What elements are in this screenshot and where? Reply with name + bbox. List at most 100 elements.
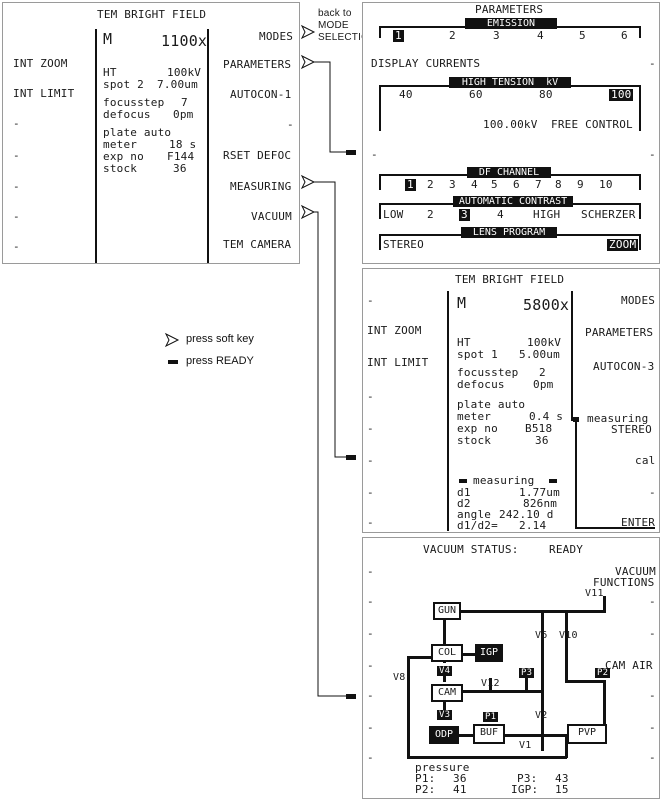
stock-label: stock — [103, 162, 138, 175]
cam-air[interactable]: CAM AIR — [605, 659, 653, 672]
emission-option-2[interactable]: 2 — [449, 29, 456, 42]
vacuum-functions-line1[interactable]: VACUUM — [615, 565, 656, 578]
v-dash-l6[interactable]: - — [367, 721, 374, 734]
ht-option-100[interactable]: 100 — [609, 88, 634, 101]
v-dash-l3[interactable]: - — [367, 627, 374, 640]
m-soft-key-dash-3[interactable]: - — [367, 422, 374, 435]
m-soft-key-dash-6[interactable]: - — [367, 516, 374, 529]
v-dash-r1[interactable]: - — [649, 595, 656, 608]
igp-label: IGP: — [511, 783, 539, 796]
soft-key-left-3[interactable]: - — [13, 117, 20, 130]
df-option-1[interactable]: 1 — [405, 178, 416, 191]
sub-key-measuring[interactable]: measuring — [587, 412, 649, 425]
soft-key-vacuum[interactable]: VACUUM — [251, 210, 292, 223]
v-dash-r2[interactable]: - — [649, 627, 656, 640]
m-soft-key-int-zoom[interactable]: INT ZOOM — [367, 324, 422, 337]
v-dash-l4[interactable]: - — [367, 659, 374, 672]
pvp-box[interactable]: PVP — [567, 724, 607, 744]
emission-option-3[interactable]: 3 — [493, 29, 500, 42]
ht-option-80[interactable]: 80 — [539, 88, 553, 101]
df-option-4[interactable]: 4 — [471, 178, 478, 191]
v-dash-r4[interactable]: - — [649, 721, 656, 734]
m-soft-key-dash-4[interactable]: - — [367, 454, 374, 467]
valve-v1[interactable]: V1 — [519, 740, 532, 751]
odp-box[interactable]: ODP — [429, 726, 459, 744]
v-dash-l2[interactable]: - — [367, 595, 374, 608]
vacuum-functions-line2[interactable]: FUNCTIONS — [593, 576, 655, 589]
df-option-6[interactable]: 6 — [513, 178, 520, 191]
valve-v4[interactable]: V4 — [437, 666, 453, 676]
ac-option-3[interactable]: 3 — [459, 208, 470, 221]
sub-key-enter[interactable]: ENTER — [621, 516, 656, 529]
v-dash-r5[interactable]: - — [649, 751, 656, 764]
emission-option-6[interactable]: 6 — [621, 29, 628, 42]
soft-key-left-4[interactable]: - — [13, 149, 20, 162]
soft-key-parameters[interactable]: PARAMETERS — [223, 58, 292, 71]
m-soft-key-dash-2[interactable]: - — [367, 390, 374, 403]
m-exp-no-label: exp no — [457, 422, 498, 435]
soft-key-int-zoom[interactable]: INT ZOOM — [13, 57, 68, 70]
soft-key-right-4[interactable]: - — [287, 118, 294, 131]
valve-v11[interactable]: V11 — [585, 588, 604, 599]
df-option-10[interactable]: 10 — [599, 178, 613, 191]
igp-box[interactable]: IGP — [475, 644, 503, 662]
ac-option-scherzer[interactable]: SCHERZER — [581, 208, 636, 221]
display-currents[interactable]: DISPLAY CURRENTS — [371, 57, 481, 70]
ht-option-40[interactable]: 40 — [399, 88, 413, 101]
valve-v8[interactable]: V8 — [393, 672, 406, 683]
df-option-9[interactable]: 9 — [577, 178, 584, 191]
soft-key-rset-defoc[interactable]: RSET DEFOC — [223, 149, 292, 162]
soft-key-left-5[interactable]: - — [13, 180, 20, 193]
m-soft-key-parameters[interactable]: PARAMETERS — [585, 326, 654, 339]
df-option-3[interactable]: 3 — [449, 178, 456, 191]
emission-option-5[interactable]: 5 — [579, 29, 586, 42]
lens-option-zoom[interactable]: ZOOM — [607, 238, 639, 251]
dash-l1[interactable]: - — [371, 148, 378, 161]
valve-v3[interactable]: V3 — [437, 710, 453, 720]
ac-option-high[interactable]: HIGH — [533, 208, 561, 221]
ht-option-60[interactable]: 60 — [469, 88, 483, 101]
soft-key-measuring[interactable]: MEASURING — [230, 180, 292, 193]
valve-v12[interactable]: V12 — [481, 678, 500, 689]
lens-option-stereo[interactable]: STEREO — [383, 238, 424, 251]
ac-option-4[interactable]: 4 — [497, 208, 504, 221]
m-soft-key-dash-5[interactable]: - — [367, 486, 374, 499]
df-option-7[interactable]: 7 — [535, 178, 542, 191]
gun-box[interactable]: GUN — [433, 602, 461, 620]
col-box[interactable]: COL — [431, 644, 463, 662]
sub-key-dash[interactable]: - — [649, 486, 656, 499]
ac-option-2[interactable]: 2 — [427, 208, 434, 221]
m-soft-key-dash-1[interactable]: - — [367, 294, 374, 307]
plate-status: plate auto — [103, 126, 172, 139]
m-soft-key-modes[interactable]: MODES — [621, 294, 656, 307]
soft-key-int-limit[interactable]: INT LIMIT — [13, 87, 75, 100]
valve-v10[interactable]: V10 — [559, 630, 578, 641]
ac-option-low[interactable]: LOW — [383, 208, 404, 221]
soft-key-left-7[interactable]: - — [13, 240, 20, 253]
free-control[interactable]: FREE CONTROL — [551, 118, 633, 131]
valve-v6[interactable]: V6 — [535, 630, 548, 641]
dash-r2[interactable]: - — [649, 148, 656, 161]
m-soft-key-autocon[interactable]: AUTOCON-3 — [593, 360, 655, 373]
emission-option-4[interactable]: 4 — [537, 29, 544, 42]
v-dash-l5[interactable]: - — [367, 689, 374, 702]
soft-key-left-6[interactable]: - — [13, 210, 20, 223]
v-dash-l1[interactable]: - — [367, 565, 374, 578]
dash-r1[interactable]: - — [649, 57, 656, 70]
v-dash-l7[interactable]: - — [367, 751, 374, 764]
soft-key-modes[interactable]: MODES — [259, 30, 294, 43]
df-option-2[interactable]: 2 — [427, 178, 434, 191]
sub-key-stereo[interactable]: STEREO — [611, 423, 652, 436]
soft-key-autocon[interactable]: AUTOCON-1 — [230, 88, 292, 101]
soft-key-tem-camera[interactable]: TEM CAMERA — [223, 238, 292, 251]
df-option-8[interactable]: 8 — [555, 178, 562, 191]
emission-option-1[interactable]: 1 — [393, 29, 404, 42]
sub-key-cal[interactable]: cal — [635, 454, 656, 467]
df-option-5[interactable]: 5 — [491, 178, 498, 191]
buf-box[interactable]: BUF — [473, 724, 505, 744]
cam-box[interactable]: CAM — [431, 684, 463, 702]
v-dash-r3[interactable]: - — [649, 689, 656, 702]
valve-v2[interactable]: V2 — [535, 710, 548, 721]
m-soft-key-int-limit[interactable]: INT LIMIT — [367, 356, 429, 369]
p2-label: P2: — [415, 783, 436, 796]
